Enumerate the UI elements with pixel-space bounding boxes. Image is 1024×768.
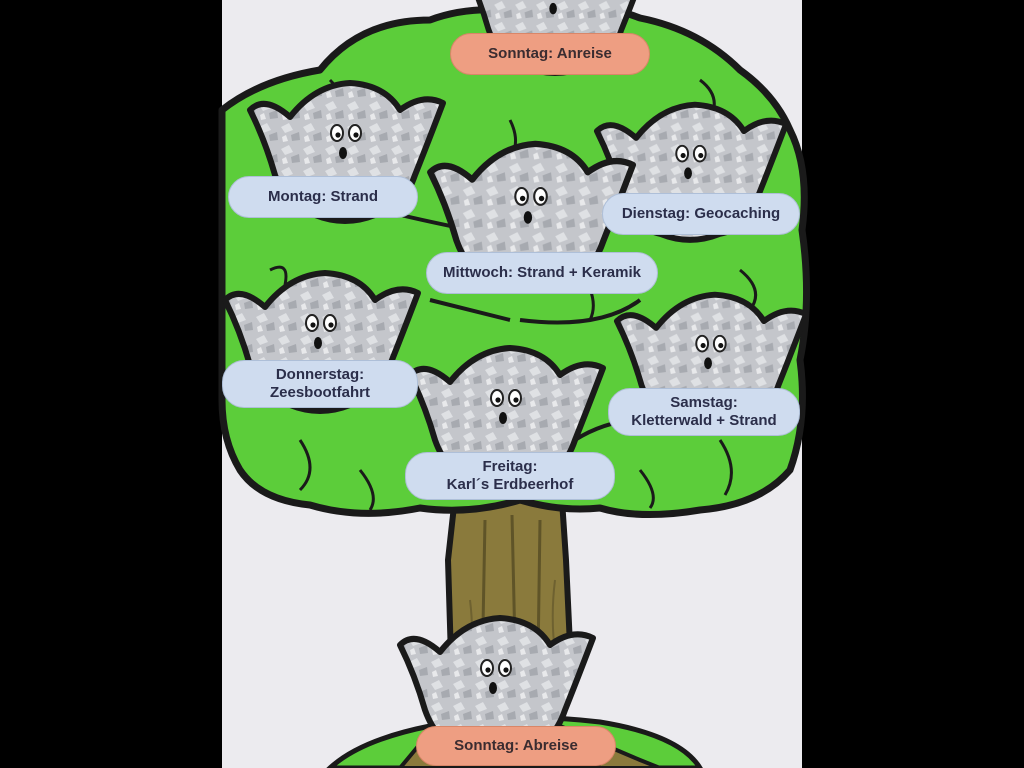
label-friday-line2: Karl´s Erdbeerhof (446, 476, 574, 493)
label-sunday-arrival: Sonntag: Anreise (450, 33, 650, 75)
label-sunday-departure: Sonntag: Abreise (416, 726, 616, 766)
label-tuesday: Dienstag: Geocaching (602, 193, 800, 235)
label-thursday: Donnerstag: Zeesbootfahrt (222, 360, 418, 408)
label-saturday-line1: Samstag: (670, 394, 738, 411)
label-monday: Montag: Strand (228, 176, 418, 218)
label-friday-line1: Freitag: (482, 458, 538, 475)
label-sunday-departure-text: Sonntag: Abreise (454, 737, 578, 754)
label-friday: Freitag: Karl´s Erdbeerhof (405, 452, 615, 500)
label-sunday-arrival-text: Sonntag: Anreise (488, 45, 612, 62)
label-saturday: Samstag: Kletterwald + Strand (608, 388, 800, 436)
label-thursday-line1: Donnerstag: (275, 366, 365, 383)
label-wednesday: Mittwoch: Strand + Keramik (426, 252, 658, 294)
label-tuesday-text: Dienstag: Geocaching (621, 205, 781, 222)
label-thursday-line2: Zeesbootfahrt (269, 384, 370, 401)
label-wednesday-text: Mittwoch: Strand + Keramik (443, 264, 641, 281)
label-saturday-line2: Kletterwald + Strand (631, 412, 777, 429)
label-monday-text: Montag: Strand (268, 188, 378, 205)
